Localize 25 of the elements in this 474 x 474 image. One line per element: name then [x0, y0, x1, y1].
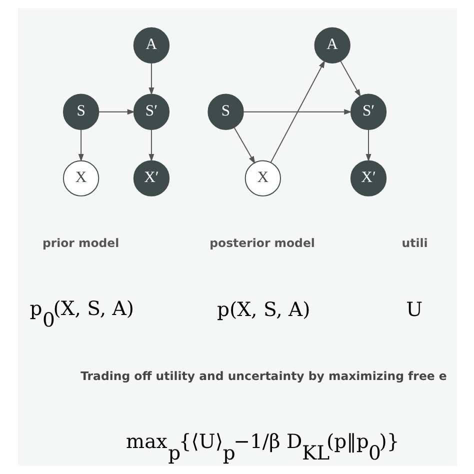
node-circle: X′	[350, 160, 386, 196]
label: utili	[401, 236, 428, 250]
node-circle: X	[62, 160, 99, 196]
arrow	[242, 109, 352, 115]
node-circle: X′	[132, 160, 170, 196]
node-circle: A	[132, 27, 170, 64]
arrow	[270, 60, 325, 163]
label: Trading off utility and uncertainty by maximizing free e	[80, 368, 446, 383]
label: p(X, S, A)	[216, 298, 310, 322]
arrow	[148, 129, 154, 162]
arrow	[98, 109, 135, 115]
label: posterior model	[209, 236, 314, 250]
node-circle: S	[207, 94, 244, 130]
label: U	[406, 298, 422, 322]
node-circle: S′	[132, 94, 170, 130]
node-circle: X	[244, 160, 280, 196]
node-circle: S′	[350, 94, 386, 130]
node-circle: S	[62, 94, 99, 130]
arrow	[233, 126, 255, 164]
arrow	[78, 129, 84, 162]
arrow	[340, 60, 360, 98]
label: prior model	[42, 236, 119, 250]
node-circle: A	[314, 27, 350, 64]
arrow	[148, 62, 154, 96]
arrow	[365, 129, 371, 162]
